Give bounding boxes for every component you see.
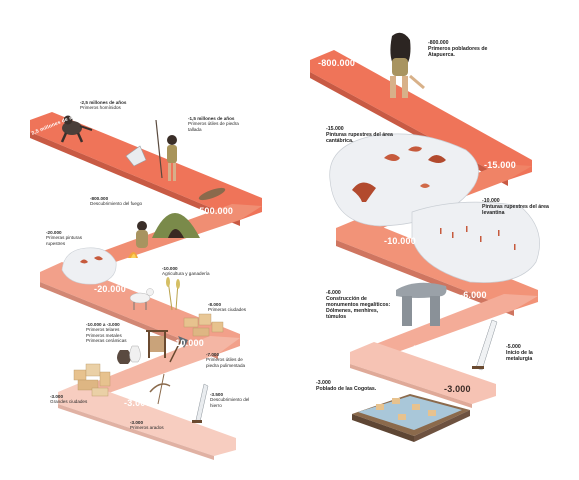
left-band-1 (30, 112, 262, 220)
atapuerca-figure-icon (390, 32, 425, 98)
right-band-1 (310, 50, 532, 180)
right-band-label-2: -15.000 (484, 160, 516, 170)
right-band-4 (350, 294, 538, 362)
left-band-label-5: -3.000 (124, 398, 151, 408)
hunter-figure-icon (155, 119, 177, 181)
bronze-sword-icon (472, 319, 498, 371)
early-city-icon (183, 313, 224, 337)
right-band-label-1: -800.000 (318, 58, 356, 68)
left-band-5-edge (58, 404, 214, 460)
iron-sword-icon (192, 383, 209, 423)
right-band-5 (350, 342, 496, 404)
left-band-1-edge (30, 132, 240, 226)
right-band-label-4: -6.000 (460, 290, 487, 300)
right-band-label-5: -5000 (410, 344, 435, 354)
cogotas-village-icon (352, 394, 470, 442)
left-band-label-3: -20.000 (94, 284, 126, 294)
right-band-label-3: -10.000 (384, 236, 416, 246)
left-band-3-edge (40, 282, 218, 359)
right-band-label-6: -3.000 (444, 384, 471, 394)
goat-icon (129, 288, 154, 310)
left-band-4 (60, 336, 240, 404)
wheat-icon (166, 277, 180, 311)
stone-tool-icon (125, 145, 147, 167)
right-band-5-edge (350, 364, 472, 408)
left-band-label-2: -500.000 (196, 206, 234, 216)
cantabrian-rock-icon (329, 133, 479, 227)
fire-keeper-figure-icon (128, 221, 148, 258)
dolmen-icon (396, 282, 447, 326)
left-band-label-4: -10.000 (172, 338, 204, 348)
left-band-3 (40, 262, 240, 354)
plow-icon (149, 373, 171, 405)
left-band-5 (58, 382, 236, 456)
right-band-3-edge (336, 240, 514, 316)
hominid-figure-icon (60, 115, 93, 143)
hut-icon (152, 213, 200, 238)
club-icon (198, 187, 226, 201)
polished-axe-icon (169, 336, 188, 363)
levantine-rock-icon (411, 201, 540, 283)
large-city-icon (73, 363, 111, 397)
loom-icon (146, 330, 168, 358)
pottery-icon (117, 345, 141, 364)
cave-painting-rock-icon (61, 247, 117, 285)
